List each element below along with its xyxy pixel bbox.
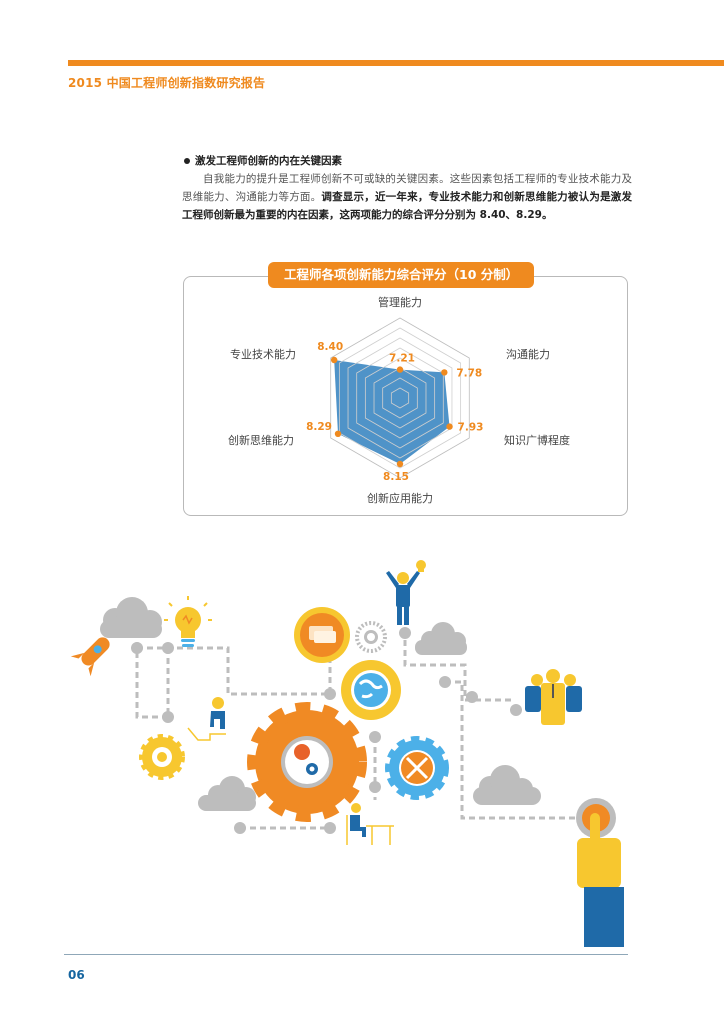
bullet-icon [184,158,190,164]
radar-axis-label: 管理能力 [378,295,422,309]
winner-person-icon [386,560,426,625]
cloud-icon [473,765,541,805]
paragraph-bold: 调查显示，近一年来，专业技术能力和创新思维能力被认为是激发工程师创新最为重要的内… [182,191,633,221]
climbing-person-icon [187,697,226,741]
radar-axis-label: 创新应用能力 [367,491,433,505]
tools-gear-icon [385,736,449,800]
chart-title: 工程师各项创新能力综合评分（10 分制） [268,262,535,288]
radar-value-label: 7.21 [389,353,415,365]
cloud-icon [198,776,256,811]
radar-data-point [441,369,448,376]
radar-grid-ring [390,387,410,409]
radar-value-label: 8.40 [317,341,343,353]
section-heading: 激发工程师创新的内在关键因素 [182,152,632,170]
section-intro: 激发工程师创新的内在关键因素 自我能力的提升是工程师创新不可或缺的关键因素。这些… [182,152,632,224]
radar-value-label: 8.29 [306,421,332,433]
radar-value-label: 7.93 [458,422,484,434]
radar-axis-label: 知识广博程度 [504,433,570,447]
globe-gear-icon [341,660,401,720]
footer-divider [64,954,628,955]
radar-data-point [330,356,338,364]
radar-data-area [334,360,450,464]
chat-gear-icon [294,607,350,663]
report-title: 2015 中国工程师创新指数研究报告 [68,76,266,90]
radar-data-point [446,423,453,430]
radar-grid-ring [382,377,418,419]
connector-dots [131,627,522,834]
dashed-connectors [135,630,590,830]
paragraph-normal: 自我能力的提升是工程师创新不可或缺的关键因素。这些因素包括工程师的专业技术能力及… [182,173,632,203]
radar-grid-ring [330,317,470,479]
sun-gear-icon [355,621,387,653]
radar-grid-ring [347,337,453,459]
main-gear-icon [247,702,367,822]
radar-axis-label: 专业技术能力 [230,347,296,361]
rocket-icon [70,637,110,677]
desk-worker-icon [346,803,394,845]
radar-grid-ring [373,367,427,429]
radar-data-point [334,430,342,437]
section-paragraph: 自我能力的提升是工程师创新不可或缺的关键因素。这些因素包括工程师的专业技术能力及… [182,170,632,224]
radar-grid-ring [364,357,436,439]
section-heading-text: 激发工程师创新的内在关键因素 [195,155,342,167]
page-number: 06 [68,968,85,982]
hand-button-icon [576,798,624,947]
radar-axis-label: 创新思维能力 [228,433,294,447]
innovation-illustration [70,560,624,947]
radar-data-point [396,366,404,373]
cloud-icon [415,622,467,655]
yellow-gear-icon [139,734,185,780]
team-people-icon [525,669,582,725]
radar-value-label: 7.78 [456,367,482,379]
radar-grid-ring [338,327,462,469]
cloud-icons [100,597,541,811]
header-accent-bar [68,60,724,66]
radar-data-point [396,460,404,468]
radar-value-label: 8.15 [383,471,409,483]
cloud-icon [100,597,162,638]
radar-axis-label: 沟通能力 [506,347,550,361]
lightbulb-icon [164,596,212,647]
